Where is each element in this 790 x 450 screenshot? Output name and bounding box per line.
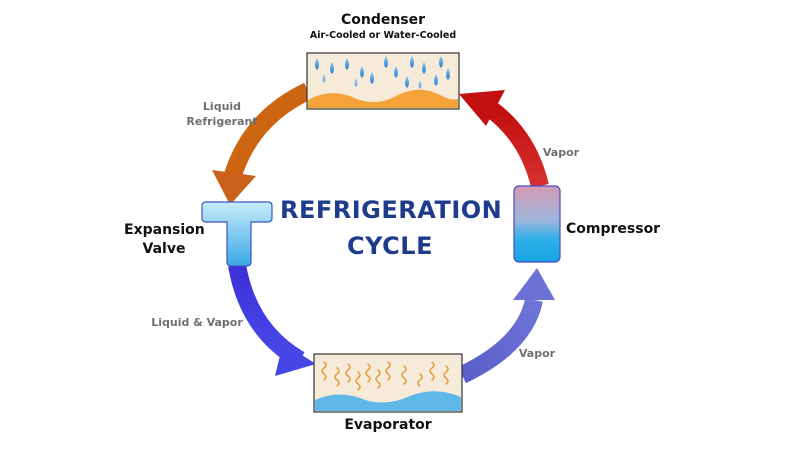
arrow-condenser-to-valve (212, 82, 312, 205)
arrow-compressor-to-condenser (459, 90, 549, 189)
expansion-valve-unit (201, 201, 273, 267)
title-line-1: REFRIGERATION (280, 196, 503, 224)
arrow-valve-to-evaporator (228, 263, 316, 376)
condenser-unit (306, 52, 460, 110)
condenser-label: Condenser (340, 12, 426, 28)
compressor-label: Compressor (566, 221, 661, 237)
flow-label-vapor-low-side: Vapor (518, 347, 556, 360)
heat-squiggle-icons (321, 361, 449, 391)
evaporator-label: Evaporator (344, 417, 432, 433)
expansion-valve-label-line-1: Expansion (124, 222, 205, 238)
expansion-valve-label: Expansion Valve (124, 221, 205, 259)
flow-label-liquid-and-vapor: Liquid & Vapor (151, 316, 243, 329)
evaporator-unit (313, 353, 463, 413)
title-line-2: CYCLE (347, 232, 433, 260)
flow-label-refrigerant: Refrigerant (186, 115, 258, 128)
flow-label-vapor-high-side: Vapor (542, 146, 580, 159)
arrow-evaporator-to-compressor (458, 268, 555, 384)
compressor-unit (513, 185, 561, 263)
expansion-valve-label-line-2: Valve (142, 241, 186, 257)
water-drop-icons (315, 56, 450, 89)
condenser-subtitle: Air-Cooled or Water-Cooled (309, 30, 457, 41)
flow-label-liquid: Liquid (202, 100, 242, 113)
diagram-title: REFRIGERATION CYCLE (280, 192, 503, 264)
flow-label-liquid-refrigerant: Liquid Refrigerant (178, 99, 266, 129)
